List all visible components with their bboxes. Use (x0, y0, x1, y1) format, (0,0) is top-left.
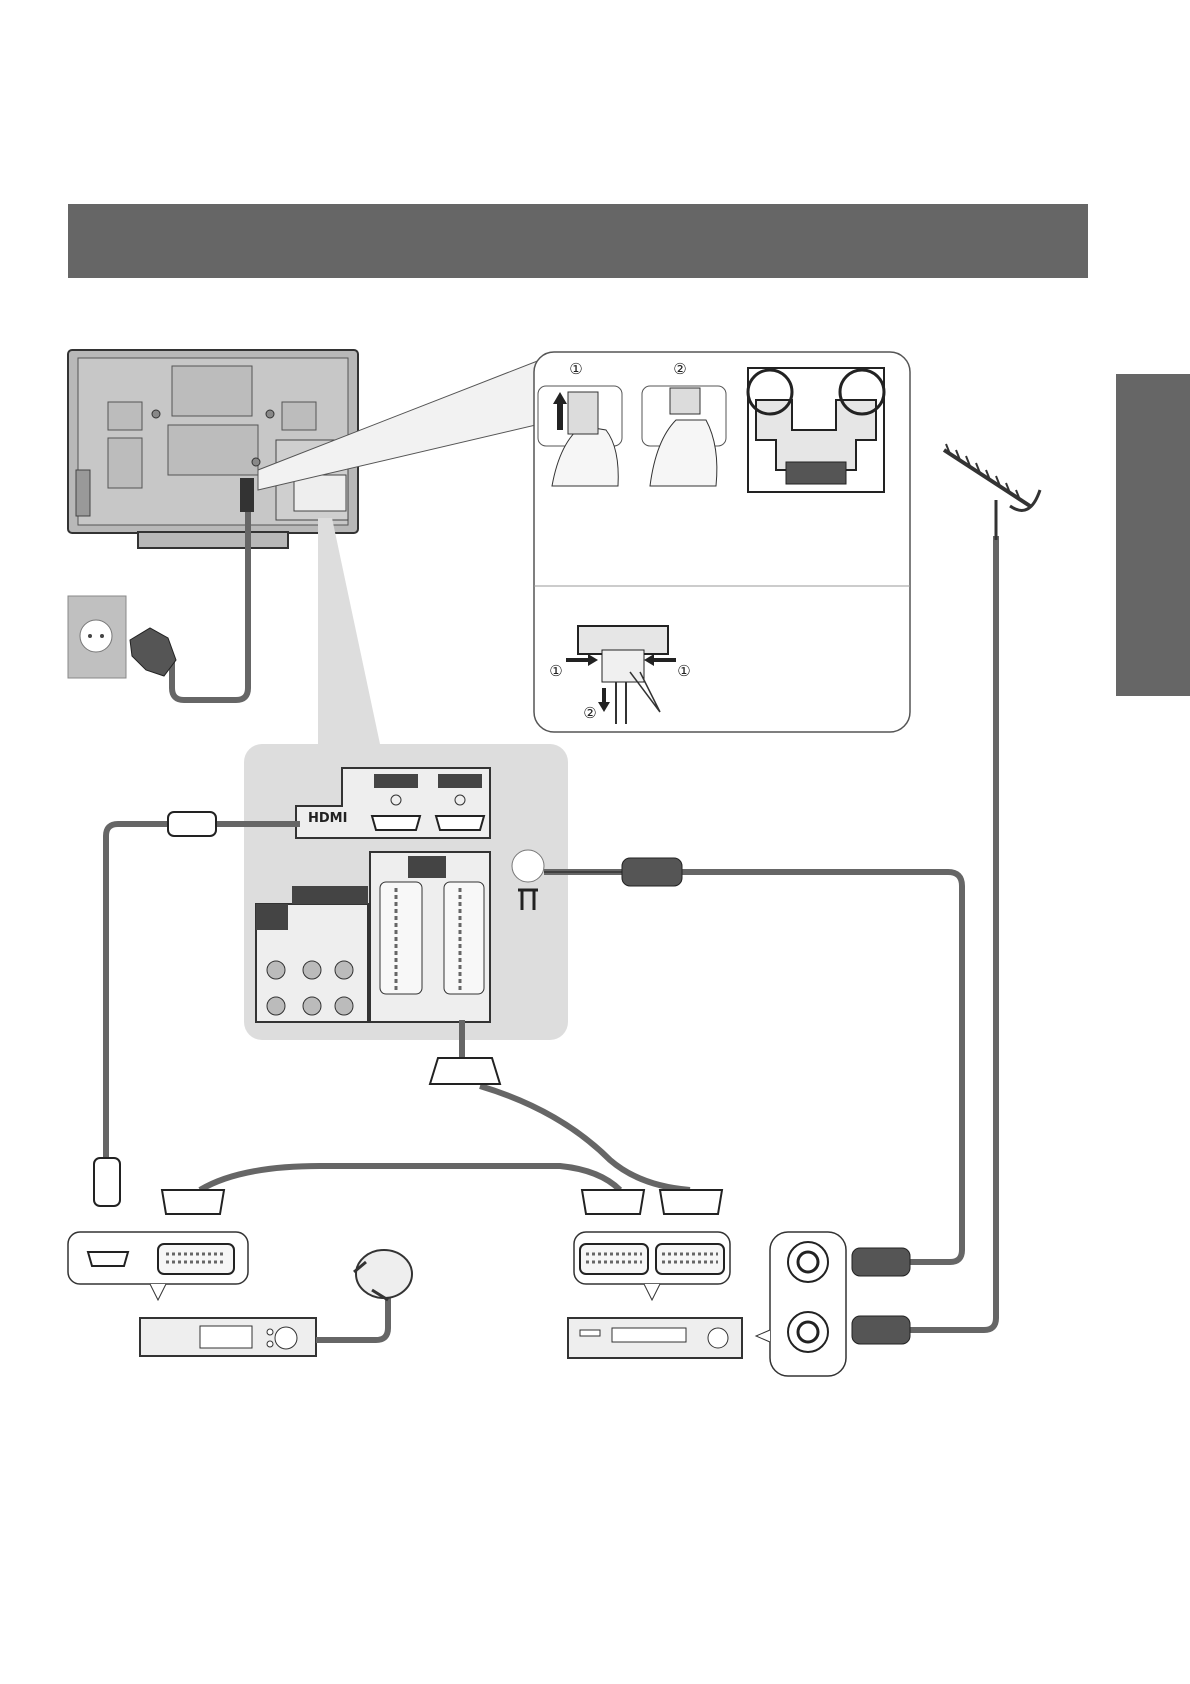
satellite-dish-icon (354, 1250, 412, 1300)
step-2-label: ② (673, 360, 686, 378)
scart-cable-devices (200, 1166, 620, 1190)
clamp-detail-icon: ① ② ① ① ② (534, 352, 910, 732)
release-step-1-right-label: ① (677, 662, 690, 680)
hdmi-plug-icon (168, 812, 216, 836)
release-step-2-label: ② (583, 704, 596, 722)
rf-plug-icon (622, 858, 682, 886)
recorder-ports (574, 1232, 730, 1300)
scart-plug-icon (660, 1190, 722, 1214)
scart-plug-icon (162, 1190, 224, 1214)
release-step-1-left-label: ① (549, 662, 562, 680)
scart-plug-icon (582, 1190, 644, 1214)
set-top-box-icon (140, 1318, 316, 1356)
antenna-icon (944, 444, 1040, 540)
set-top-box-ports (68, 1232, 248, 1300)
terminal-panel: HDMI (244, 744, 568, 1040)
wall-socket-icon (68, 596, 126, 678)
antenna-cable (910, 536, 996, 1330)
hdmi-logo: HDMI (308, 811, 347, 826)
power-plug-icon (130, 628, 176, 676)
step-1-label: ① (569, 360, 582, 378)
scart-plug-icon (430, 1058, 500, 1084)
aerial-socket-icon (756, 1232, 846, 1376)
recorder-icon (568, 1318, 742, 1358)
satellite-cable (316, 1296, 388, 1340)
rf-plug-icon (852, 1248, 910, 1276)
hdmi-plug-icon (94, 1158, 120, 1206)
rf-plug-icon (852, 1316, 910, 1344)
